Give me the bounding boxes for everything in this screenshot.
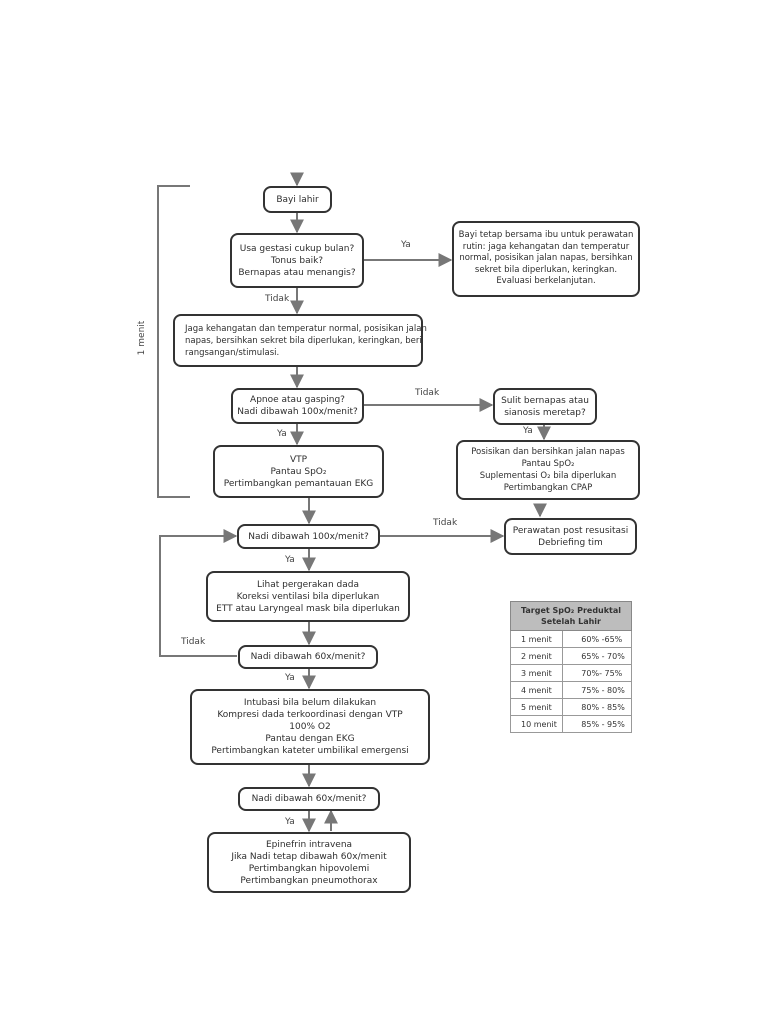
node-text: Epinefrin intravena: [265, 839, 353, 850]
table-cell-time: 2 menit: [509, 647, 564, 665]
node-text: Suplementasi O₂ bila diperlukan: [479, 471, 617, 481]
node-apnea-question: Apnoe atau gasping? Nadi dibawah 100x/me…: [231, 388, 364, 424]
table-cell-time: 5 menit: [509, 698, 564, 716]
node-text: Nadi dibawah 100x/menit?: [237, 407, 358, 417]
table-cell-time: 3 menit: [509, 664, 564, 682]
node-initial-steps: Jaga kehangatan dan temperatur normal, p…: [173, 314, 427, 367]
node-text: Pertimbangkan CPAP: [503, 483, 593, 493]
table-cell-range: 65% - 70%: [562, 647, 632, 665]
node-hr60-question-1: Nadi dibawah 60x/menit?: [238, 645, 378, 669]
node-text: ETT atau Laryngeal mask bila diperlukan: [216, 603, 400, 614]
node-text: Jika Nadi tetap dibawah 60x/menit: [231, 851, 387, 862]
label-ya-intubation: Ya: [285, 673, 295, 683]
node-text: napas, bersihkan sekret bila diperlukan,…: [185, 335, 422, 346]
node-text: rutin: jaga kehangatan dan temperatur: [462, 241, 630, 252]
node-text: Kompresi dada terkoordinasi dengan VTP: [217, 710, 403, 720]
label-tidak-initial: Tidak: [265, 294, 290, 304]
node-chest-movement: Lihat pergerakan dada Koreksi ventilasi …: [206, 571, 410, 622]
node-text: Apnoe atau gasping?: [250, 395, 345, 405]
table-cell-time: 1 menit: [509, 630, 564, 648]
table-row: 5 menit 80% - 85%: [509, 698, 632, 716]
node-text: Pertimbangkan pemantauan EKG: [223, 478, 374, 489]
node-text: Evaluasi berkelanjutan.: [496, 276, 596, 287]
node-text: Bayi tetap bersama ibu untuk perawatan: [458, 230, 634, 241]
node-text: Intubasi bila belum dilakukan: [243, 698, 377, 708]
node-text: Koreksi ventilasi bila diperlukan: [236, 591, 380, 602]
label-ya-vtp: Ya: [277, 429, 287, 439]
label-tidak-loop: Tidak: [181, 637, 206, 647]
table-cell-time: 4 menit: [509, 681, 564, 699]
node-text: Nadi dibawah 60x/menit?: [251, 794, 367, 804]
node-hr60-question-2: Nadi dibawah 60x/menit?: [238, 787, 380, 811]
node-text: Bernapas atau menangis?: [238, 267, 356, 278]
time-bracket-label: 1 menit: [137, 320, 147, 356]
node-text: Pantau dengan EKG: [265, 734, 355, 744]
node-text: Debriefing tim: [538, 537, 603, 548]
table-row: 3 menit 70%- 75%: [509, 664, 632, 682]
node-text: sianosis meretap?: [504, 407, 586, 418]
node-text: Jaga kehangatan dan temperatur normal, p…: [185, 323, 427, 334]
node-post-resuscitation: Perawatan post resusitasi Debriefing tim: [504, 518, 637, 555]
label-ya-routine: Ya: [401, 240, 411, 250]
time-bracket: [157, 185, 190, 498]
label-tidak-post: Tidak: [433, 518, 458, 528]
node-text: Nadi dibawah 60x/menit?: [250, 652, 366, 662]
node-assessment-question: Usa gestasi cukup bulan? Tonus baik? Ber…: [230, 233, 364, 288]
label-ya-epinephrine: Ya: [285, 817, 295, 827]
spo2-target-table: Target SpO₂ Preduktal Setelah Lahir 1 me…: [509, 601, 632, 733]
table-title: Target SpO₂ Preduktal Setelah Lahir: [510, 601, 632, 631]
node-text: Perawatan post resusitasi: [512, 525, 629, 536]
table-header-row: Target SpO₂ Preduktal Setelah Lahir: [510, 601, 632, 631]
node-text: normal, posisikan jalan napas, bersihkan: [459, 253, 633, 264]
node-text: Tonus baik?: [270, 255, 324, 266]
table-cell-range: 60% -65%: [562, 630, 632, 648]
label-ya-chest: Ya: [285, 555, 295, 565]
node-intubation: Intubasi bila belum dilakukan Kompresi d…: [190, 689, 430, 765]
node-text: Pantau SpO₂: [521, 459, 575, 469]
table-row: 2 menit 65% - 70%: [509, 647, 632, 665]
label-ya-positioning: Ya: [523, 426, 533, 436]
table-row: 10 menit 85% - 95%: [509, 715, 632, 733]
table-title-line-1: Target SpO₂ Preduktal: [520, 606, 622, 615]
node-text: VTP: [289, 454, 308, 465]
table-cell-range: 75% - 80%: [562, 681, 632, 699]
node-text: Lihat pergerakan dada: [257, 579, 359, 590]
node-text: Pertimbangkan kateter umbilikal emergens…: [211, 746, 409, 756]
table-cell-range: 85% - 95%: [562, 715, 632, 733]
node-text: Pertimbangkan hipovolemi: [248, 863, 370, 874]
node-epinephrine: Epinefrin intravena Jika Nadi tetap diba…: [207, 832, 411, 893]
table-row: 4 menit 75% - 80%: [509, 681, 632, 699]
node-text: Pertimbangkan pneumothorax: [240, 875, 378, 886]
table-cell-range: 70%- 75%: [562, 664, 632, 682]
node-text: sekret bila diperlukan, keringkan.: [474, 264, 618, 275]
table-cell-range: 80% - 85%: [562, 698, 632, 716]
node-text: 100% O2: [289, 722, 331, 732]
node-routine-care: Bayi tetap bersama ibu untuk perawatan r…: [452, 221, 640, 297]
table-row: 1 menit 60% -65%: [509, 630, 632, 648]
table-title-line-2: Setelah Lahir: [541, 617, 601, 626]
node-positioning: Posisikan dan bersihkan jalan napas Pant…: [456, 440, 640, 500]
table-cell-time: 10 menit: [509, 715, 564, 733]
node-text: Nadi dibawah 100x/menit?: [248, 531, 369, 542]
label-tidak-apnea: Tidak: [415, 388, 440, 398]
node-text: Sulit bernapas atau: [501, 395, 589, 406]
node-text: Pantau SpO₂: [270, 466, 327, 477]
node-hr100-question: Nadi dibawah 100x/menit?: [237, 524, 380, 549]
node-text: Posisikan dan bersihkan jalan napas: [471, 447, 625, 457]
node-text: Bayi lahir: [276, 194, 319, 205]
node-text: rangsangan/stimulasi.: [185, 347, 280, 358]
arrow-loop-back: [159, 529, 238, 657]
node-bayi-lahir: Bayi lahir: [263, 186, 332, 213]
node-labored-question: Sulit bernapas atau sianosis meretap?: [493, 388, 597, 425]
node-text: Usa gestasi cukup bulan?: [239, 243, 355, 254]
node-vtp: VTP Pantau SpO₂ Pertimbangkan pemantauan…: [213, 445, 384, 498]
